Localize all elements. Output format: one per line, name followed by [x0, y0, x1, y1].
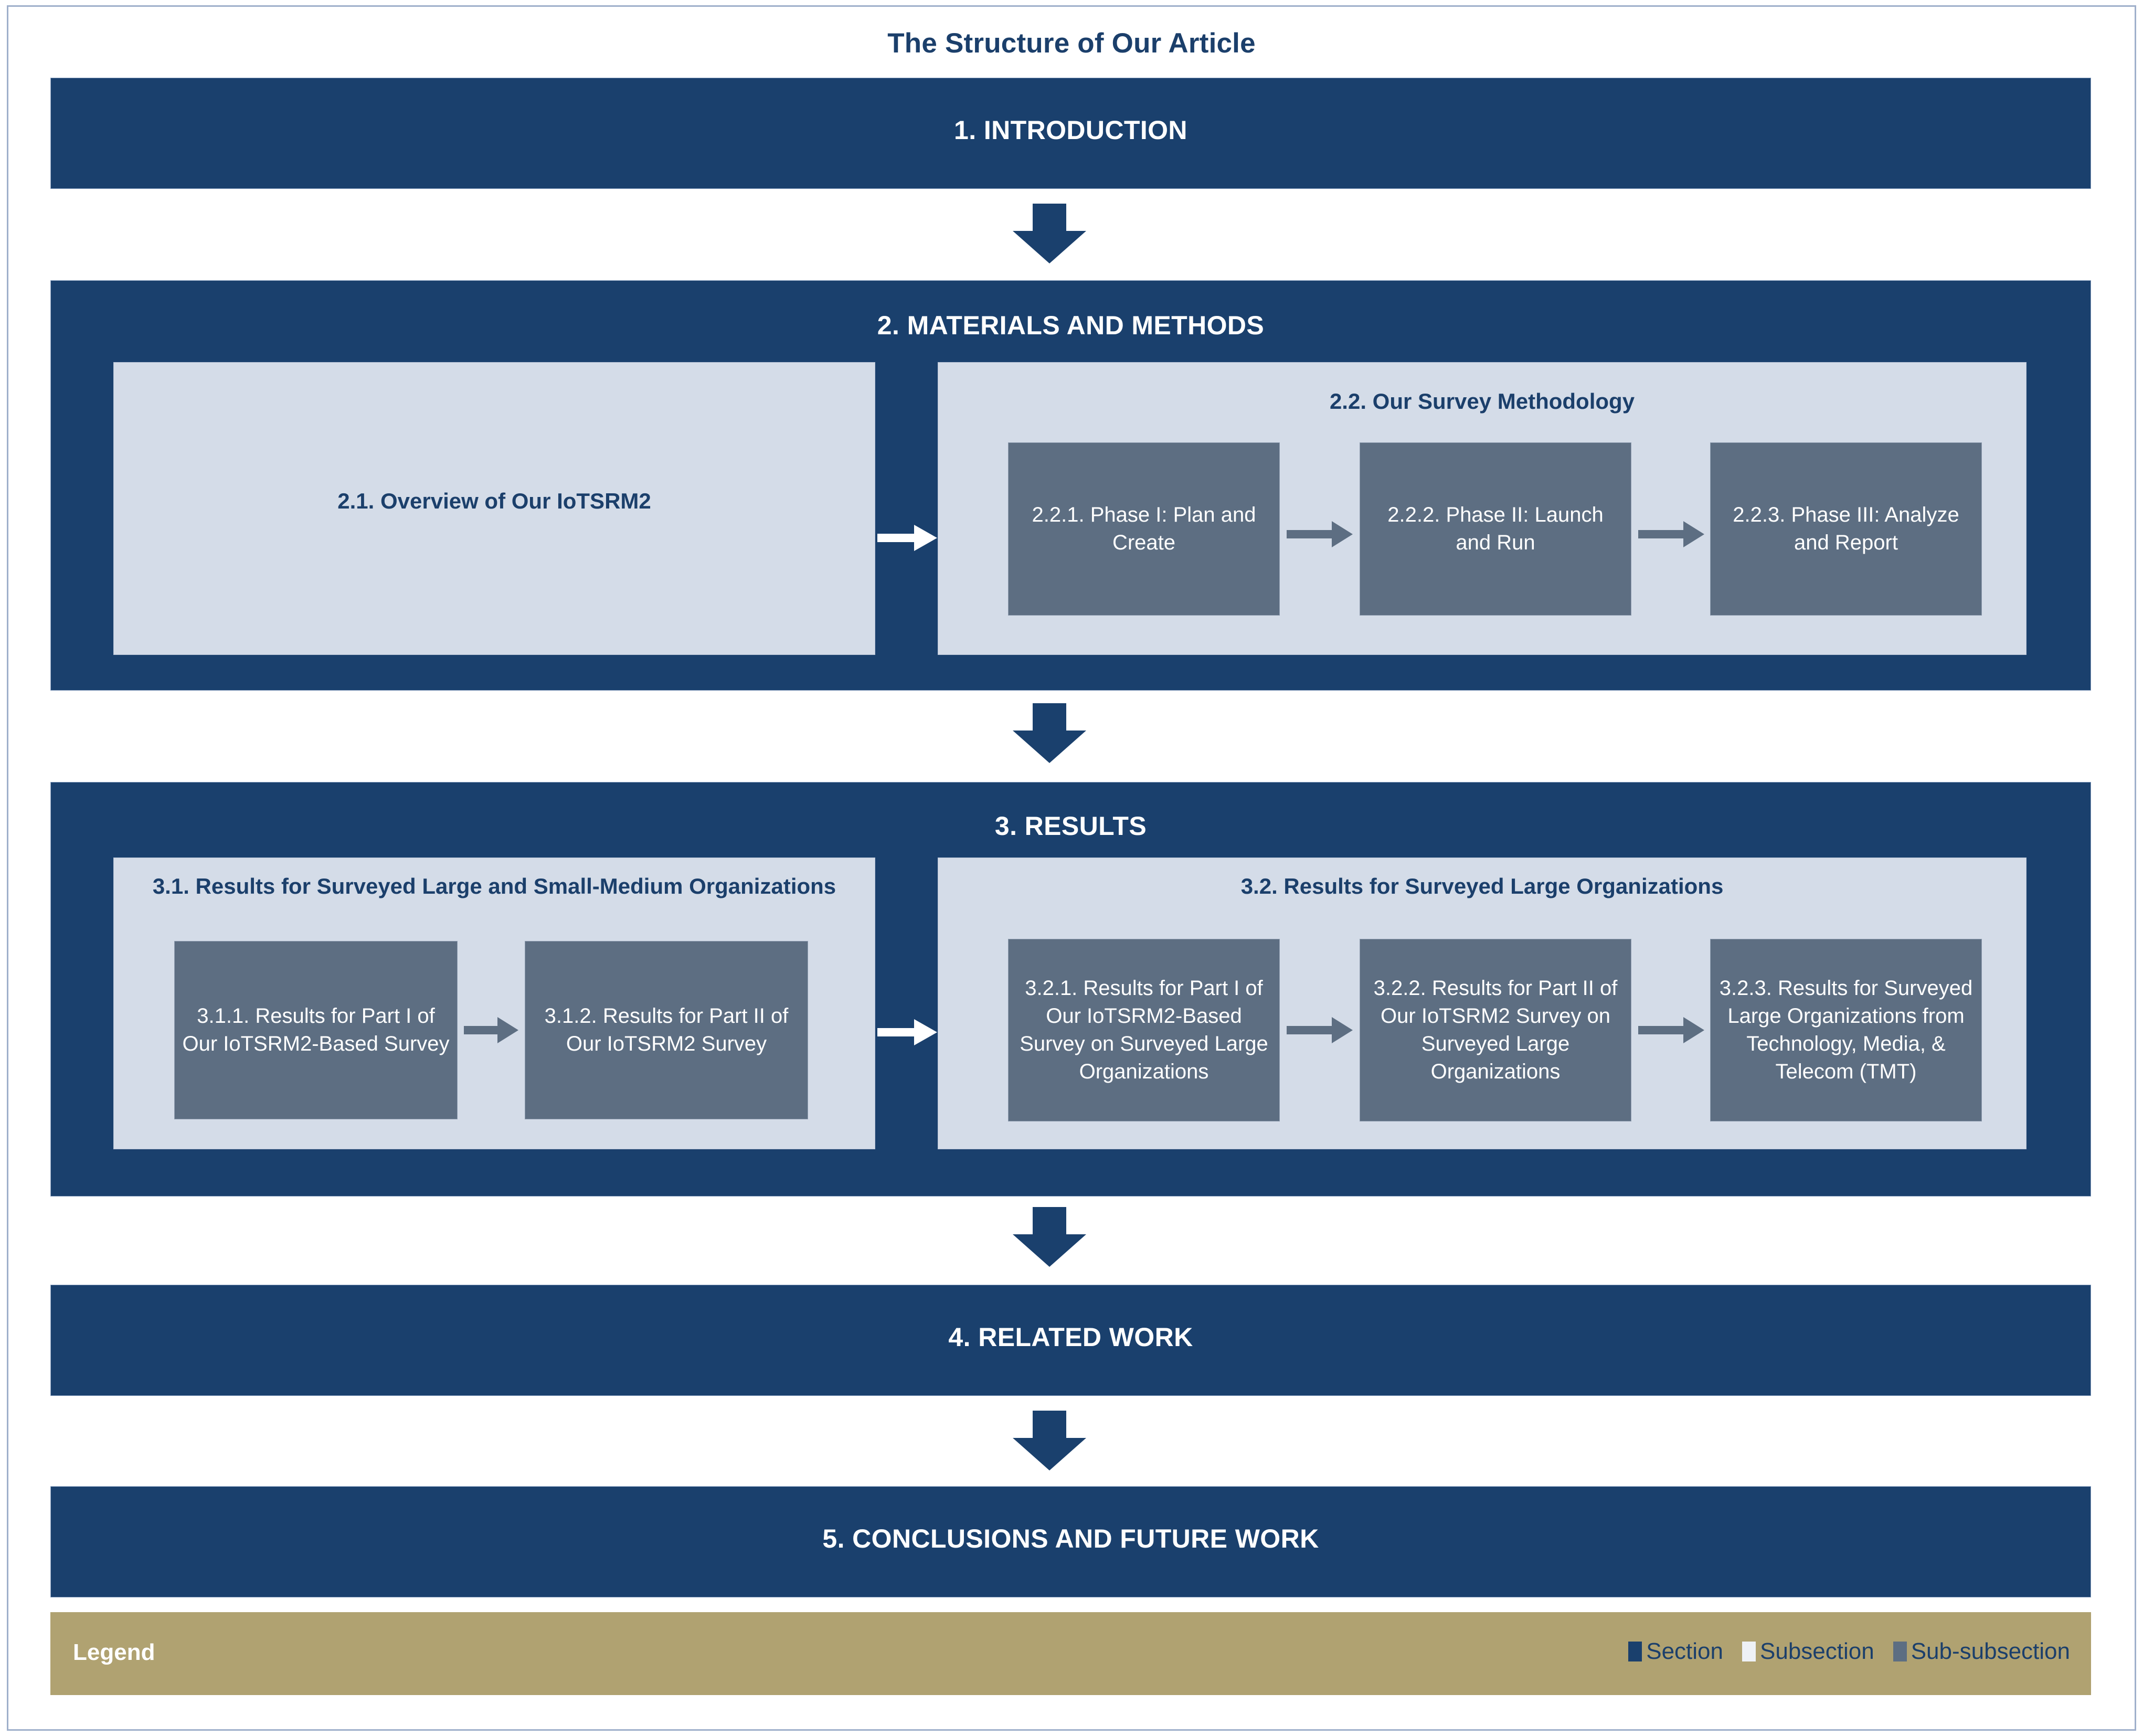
- subsection-panel-2-1[interactable]: 2.1. Overview of Our IoTSRM2: [113, 362, 875, 655]
- arrow-head: [1013, 1234, 1086, 1267]
- arrow-stem: [1033, 204, 1066, 233]
- legend-title: Legend: [73, 1639, 155, 1665]
- arrow-head: [1332, 1017, 1353, 1043]
- arrow-head: [1683, 521, 1704, 547]
- right-arrow-icon-3-2-1-to-3-2-2: [1287, 1017, 1354, 1043]
- arrow-stem: [1287, 530, 1334, 538]
- subsection-label-2-1: 2.1. Overview of Our IoTSRM2: [337, 489, 651, 513]
- arrow-stem: [877, 1028, 916, 1036]
- arrow-head: [1683, 1017, 1704, 1043]
- legend-swatch-sub-subsection-icon: [1893, 1642, 1907, 1661]
- arrow-stem: [1638, 530, 1685, 538]
- down-arrow-icon-4: [1013, 1411, 1086, 1470]
- section-bar-related-work[interactable]: 4. RELATED WORK: [50, 1285, 2091, 1396]
- legend-bar: Legend Section Subsection Sub-subsection: [50, 1612, 2091, 1695]
- sub-subsection-box-3-1-2[interactable]: 3.1.2. Results for Part II of Our IoTSRM…: [525, 941, 808, 1119]
- down-arrow-icon-1: [1013, 204, 1086, 263]
- arrow-head: [1013, 1438, 1086, 1470]
- page-title: The Structure of Our Article: [887, 28, 1256, 59]
- arrow-head: [914, 525, 937, 551]
- sub-subsection-box-2-2-3[interactable]: 2.2.3. Phase III: Analyze and Report: [1710, 442, 1982, 616]
- legend-label-sub-subsection: Sub-subsection: [1911, 1638, 2070, 1664]
- sub-subsection-box-2-2-2[interactable]: 2.2.2. Phase II: Launch and Run: [1360, 442, 1631, 616]
- legend-swatch-section-icon: [1628, 1642, 1642, 1661]
- right-arrow-icon-2-2-1-to-2-2-2: [1287, 521, 1354, 547]
- arrow-stem: [464, 1026, 500, 1034]
- section-label-results: 3. RESULTS: [994, 811, 1147, 841]
- arrow-stem: [1033, 703, 1066, 733]
- legend-item-sub-subsection: Sub-subsection: [1893, 1638, 2070, 1665]
- legend-swatch-subsection-icon: [1742, 1642, 1756, 1661]
- down-arrow-icon-2: [1013, 703, 1086, 763]
- right-arrow-icon-2-1-to-2-2: [877, 525, 937, 551]
- section-bar-introduction[interactable]: 1. INTRODUCTION: [50, 78, 2091, 189]
- arrow-head: [1013, 731, 1086, 763]
- arrow-stem: [1287, 1026, 1334, 1034]
- legend-label-subsection: Subsection: [1760, 1638, 1874, 1664]
- section-label-related-work: 4. RELATED WORK: [948, 1322, 1193, 1352]
- arrow-head: [1013, 231, 1086, 263]
- right-arrow-icon-3-1-to-3-2: [877, 1019, 937, 1045]
- section-label-conclusions-and-future-work: 5. CONCLUSIONS AND FUTURE WORK: [822, 1524, 1319, 1553]
- right-arrow-icon-2-2-2-to-2-2-3: [1638, 521, 1705, 547]
- arrow-head: [497, 1017, 518, 1043]
- section-label-materials-and-methods: 2. MATERIALS AND METHODS: [877, 311, 1265, 340]
- sub-subsection-box-3-2-3[interactable]: 3.2.3. Results for Surveyed Large Organi…: [1710, 939, 1982, 1121]
- arrow-stem: [1638, 1026, 1685, 1034]
- subsection-label-2-2: 2.2. Our Survey Methodology: [1329, 389, 1635, 414]
- legend-items: Section Subsection Sub-subsection: [1628, 1638, 2070, 1665]
- legend-label-section: Section: [1646, 1638, 1723, 1664]
- sub-subsection-box-3-2-1[interactable]: 3.2.1. Results for Part I of Our IoTSRM2…: [1008, 939, 1280, 1121]
- section-label-introduction: 1. INTRODUCTION: [954, 115, 1187, 145]
- subsection-label-3-2: 3.2. Results for Surveyed Large Organiza…: [1240, 874, 1724, 898]
- arrow-stem: [1033, 1411, 1066, 1440]
- subsection-label-3-1: 3.1. Results for Surveyed Large and Smal…: [152, 874, 836, 898]
- arrow-stem: [877, 534, 916, 542]
- sub-subsection-box-3-1-1[interactable]: 3.1.1. Results for Part I of Our IoTSRM2…: [174, 941, 458, 1119]
- arrow-head: [914, 1019, 937, 1045]
- section-bar-conclusions-and-future-work[interactable]: 5. CONCLUSIONS AND FUTURE WORK: [50, 1486, 2091, 1597]
- right-arrow-icon-3-1-1-to-3-1-2: [464, 1017, 519, 1043]
- right-arrow-icon-3-2-2-to-3-2-3: [1638, 1017, 1705, 1043]
- legend-item-section: Section: [1628, 1638, 1723, 1665]
- sub-subsection-box-3-2-2[interactable]: 3.2.2. Results for Part II of Our IoTSRM…: [1360, 939, 1631, 1121]
- legend-item-subsection: Subsection: [1742, 1638, 1874, 1665]
- down-arrow-icon-3: [1013, 1207, 1086, 1267]
- sub-subsection-box-2-2-1[interactable]: 2.2.1. Phase I: Plan and Create: [1008, 442, 1280, 616]
- arrow-head: [1332, 521, 1353, 547]
- arrow-stem: [1033, 1207, 1066, 1236]
